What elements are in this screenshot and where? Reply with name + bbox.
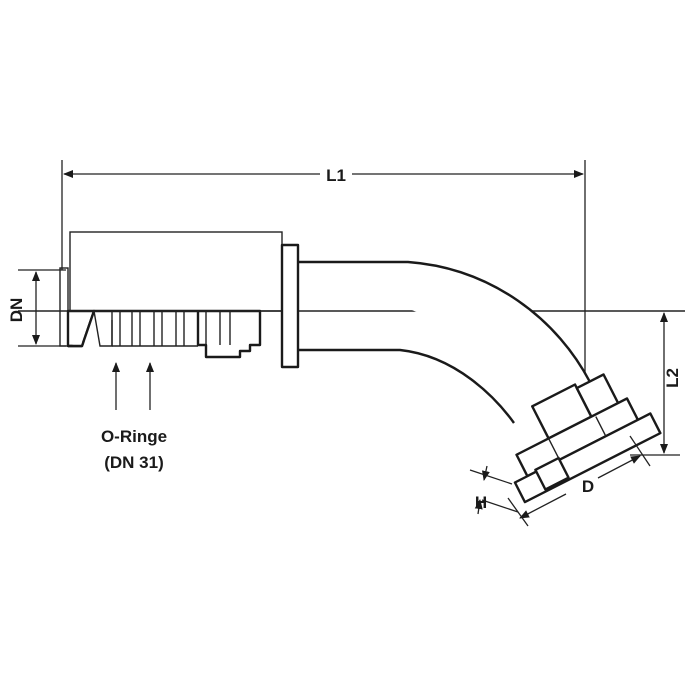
l2-label: L2 [663, 368, 682, 388]
flange-head [513, 373, 662, 504]
l2-dimension: L2 [630, 312, 682, 456]
o-ring-label: O-Ringe [101, 427, 167, 446]
o-ring-pointers [112, 362, 154, 410]
l1-label: L1 [326, 166, 346, 185]
ferrule [69, 231, 283, 312]
d-dimension: D [507, 435, 651, 527]
dn-dimension: DN [7, 269, 66, 347]
l1-dimension: L1 [61, 160, 586, 435]
h-label: H [475, 493, 487, 512]
o-ring-size-label: (DN 31) [104, 453, 164, 472]
h-dimension: H [469, 465, 519, 515]
dn-label: DN [7, 298, 26, 323]
hose-insert [59, 267, 262, 359]
bent-pipe [298, 260, 594, 424]
collar-flange [280, 243, 300, 369]
d-label: D [582, 477, 594, 496]
